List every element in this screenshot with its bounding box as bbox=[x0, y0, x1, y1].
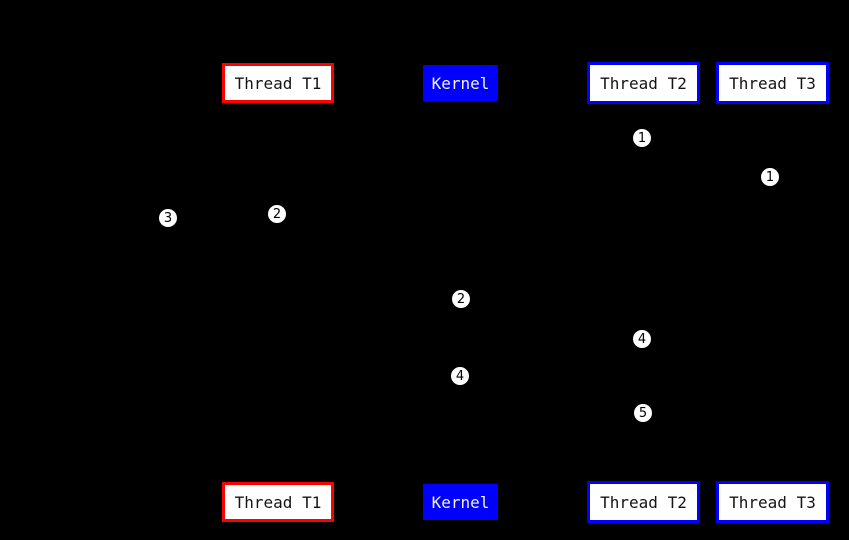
event-marker-4-kernel: 4 bbox=[450, 366, 470, 386]
event-marker-3-left: 3 bbox=[158, 208, 178, 228]
event-marker-4-thread-t2: 4 bbox=[632, 329, 652, 349]
event-marker-1-thread-t3: 1 bbox=[760, 167, 780, 187]
actor-box-thread-t2-bottom: Thread T2 bbox=[587, 481, 700, 523]
event-marker-2-kernel: 2 bbox=[451, 289, 471, 309]
actor-box-kernel-bottom: Kernel bbox=[423, 484, 498, 520]
actor-box-thread-t1-top: Thread T1 bbox=[222, 63, 334, 103]
actor-box-thread-t3-top: Thread T3 bbox=[716, 62, 829, 104]
event-marker-2-thread-t1: 2 bbox=[267, 204, 287, 224]
actor-box-thread-t2-top: Thread T2 bbox=[587, 62, 700, 104]
event-marker-5-thread-t2: 5 bbox=[633, 403, 653, 423]
actor-box-thread-t3-bottom: Thread T3 bbox=[716, 481, 829, 523]
actor-box-thread-t1-bottom: Thread T1 bbox=[222, 482, 334, 522]
event-marker-1-thread-t2: 1 bbox=[632, 128, 652, 148]
actor-box-kernel-top: Kernel bbox=[423, 65, 498, 101]
